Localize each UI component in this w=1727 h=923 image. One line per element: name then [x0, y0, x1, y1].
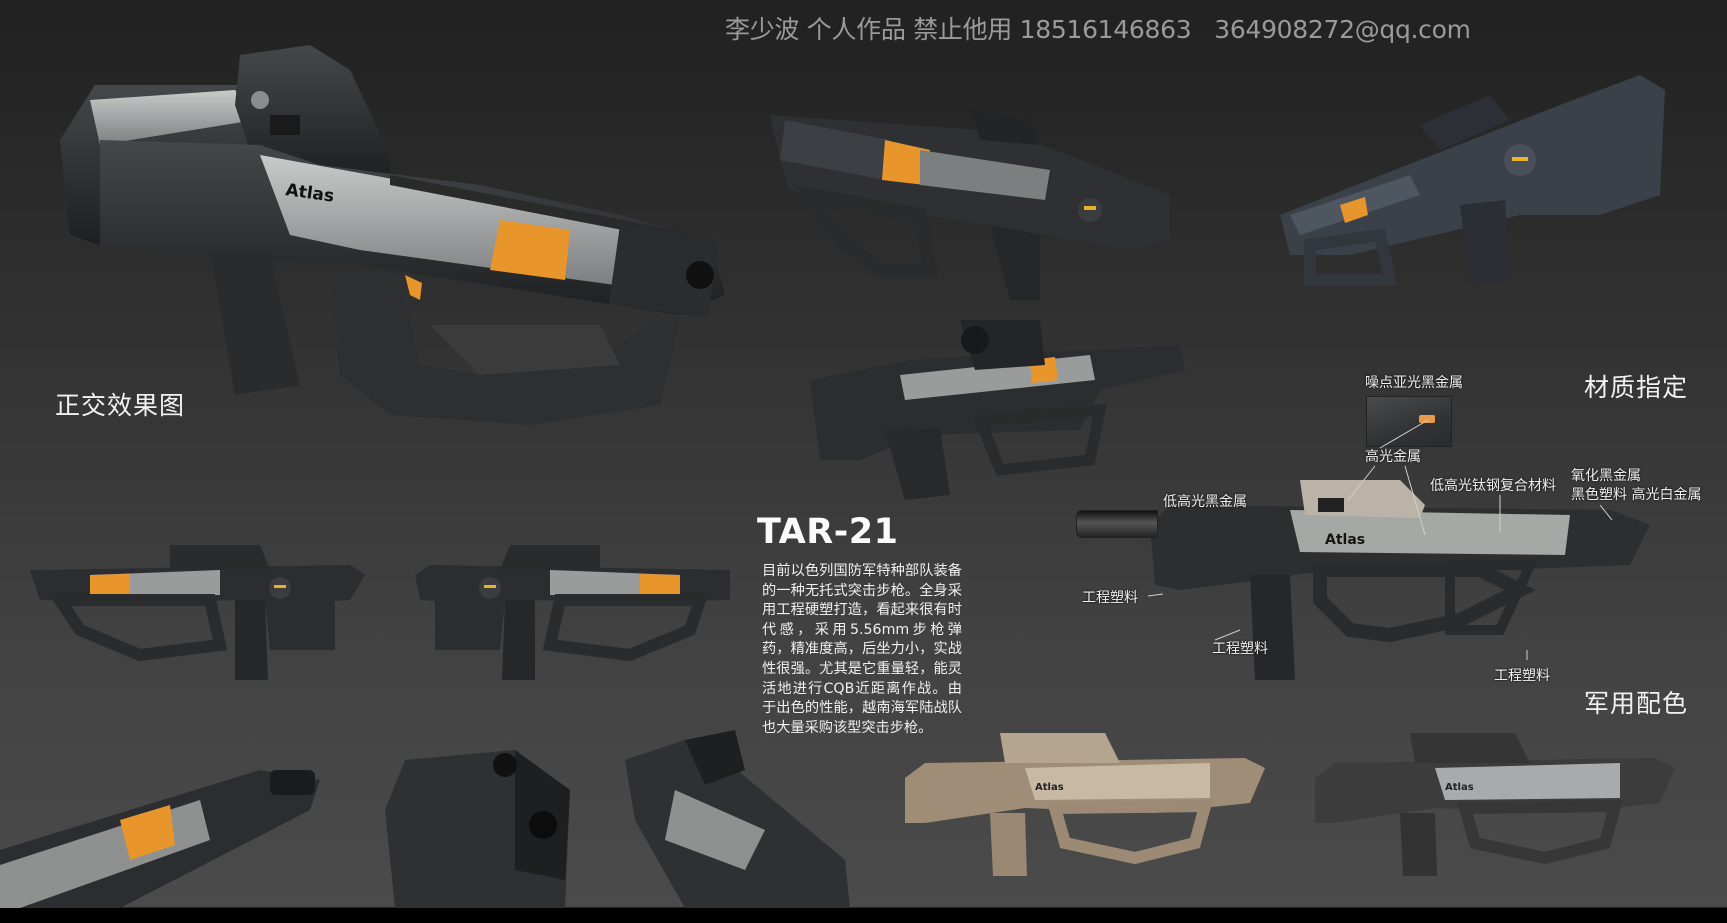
weapon-description: 目前以色列国防军特种部队装备的一种无托式突击步枪。全身采用工程硬塑打造，看起来很… [762, 563, 962, 736]
weapon-name-heading: TAR-21 [757, 512, 899, 552]
svg-text:Atlas: Atlas [1325, 532, 1365, 548]
rifle-render-angle-2 [1280, 75, 1665, 286]
label-engineering-plastic-grip: 工程塑料 [1494, 668, 1550, 684]
label-noise-matte-black-metal: 噪点亚光黑金属 [1365, 375, 1463, 391]
rifle-render-angle-1 [770, 110, 1170, 300]
rifle-side-view-left [415, 545, 730, 680]
hero-rifle-render: Atlas [60, 45, 725, 425]
label-black-plastic-white-metal: 黑色塑料 高光白金属 [1571, 487, 1702, 503]
rifle-detail-crop-muzzle [385, 750, 570, 908]
rifle-detail-crop-barrel [0, 770, 320, 908]
orthographic-title: 正交效果图 [55, 391, 186, 420]
svg-text:Atlas: Atlas [1445, 782, 1474, 793]
rifle-material-callout-render: Atlas [1150, 480, 1650, 680]
military-color-title: 军用配色 [1584, 689, 1689, 718]
label-engineering-plastic-magazine: 工程塑料 [1212, 641, 1268, 657]
material-swatch-low-gloss-black [1076, 510, 1158, 538]
highlight-metal-chip [1419, 415, 1435, 423]
bottom-border-strip [0, 908, 1727, 923]
label-oxidized-black-metal: 氧化黑金属 [1571, 468, 1641, 484]
label-high-gloss-metal: 高光金属 [1365, 449, 1421, 465]
material-spec-title: 材质指定 [1584, 373, 1689, 402]
rifle-render-angle-3 [810, 320, 1185, 500]
rifle-side-view-right [30, 545, 365, 680]
label-low-gloss-titanium-composite: 低高光钛钢复合材料 [1430, 478, 1556, 494]
svg-text:Atlas: Atlas [1035, 782, 1064, 793]
rifle-tan-color-variant: Atlas [905, 733, 1265, 876]
rifle-detail-crop-optic [625, 730, 850, 908]
label-engineering-plastic-stock: 工程塑料 [1082, 590, 1138, 606]
material-swatch-matte-black [1366, 396, 1452, 447]
label-low-gloss-black-metal: 低高光黑金属 [1163, 494, 1247, 510]
author-credit: 李少波 个人作品 禁止他用 18516146863 364908272@qq.c… [725, 15, 1471, 44]
rifle-dark-color-variant: Atlas [1315, 733, 1675, 876]
